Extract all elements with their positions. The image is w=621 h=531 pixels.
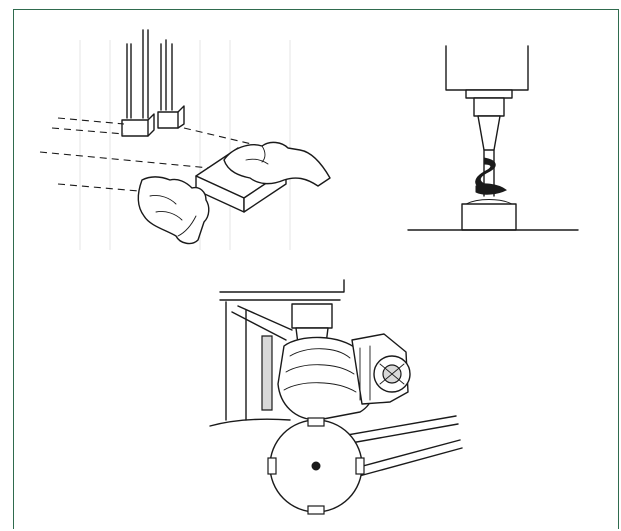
slotting-disc (267, 417, 365, 515)
saw-guide-blocks (121, 105, 185, 137)
left-hand (137, 176, 210, 245)
bandsaw-hand-feed-icon (39, 29, 331, 250)
drill-bit-in-chuck-icon (407, 45, 579, 231)
right-hand (223, 141, 331, 187)
saw-guide-posts (126, 29, 173, 119)
background-grid (79, 40, 291, 250)
milling-head-with-cutter-icon (209, 279, 463, 515)
table-dashed-lines (39, 117, 261, 193)
